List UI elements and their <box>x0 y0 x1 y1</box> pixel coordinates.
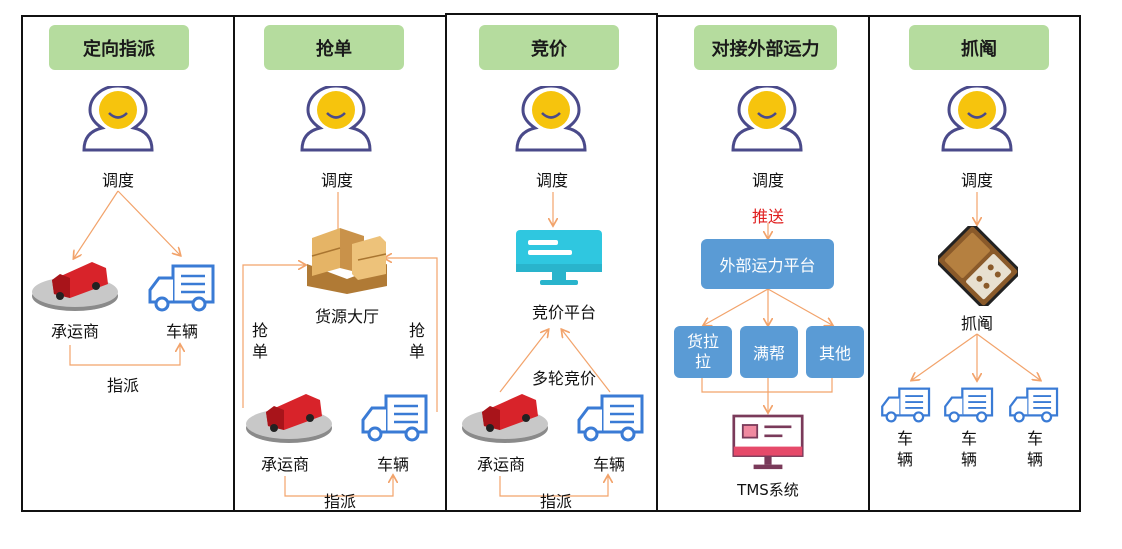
vehicle-icon <box>576 392 646 444</box>
panel1-vehicle-label: 车辆 <box>165 322 198 341</box>
panel1-dispatcher-label: 调度 <box>101 171 134 190</box>
panel5-vehicle-label-2: 车辆 <box>960 429 977 469</box>
dispatcher-icon <box>296 86 376 156</box>
panel2-title: 抢单 <box>264 25 404 70</box>
panel1-assign-label: 指派 <box>106 376 139 395</box>
carrier-truck-icon <box>30 254 120 314</box>
carrier-truck-icon <box>244 386 334 446</box>
bidding-platform-label: 竞价平台 <box>531 303 596 322</box>
panel-lottery <box>868 15 1081 512</box>
option-box-huolala: 货拉拉 <box>674 326 732 378</box>
option-box-manbang: 满帮 <box>740 326 798 378</box>
panel5-vehicle-label-1: 车辆 <box>896 429 913 469</box>
panel3-dispatcher-label: 调度 <box>535 171 568 190</box>
panel2-carrier-label: 承运商 <box>260 455 309 474</box>
dispatcher-icon <box>937 86 1017 156</box>
grab-label-right: 抢单 <box>408 321 425 361</box>
cargo-boxes-icon <box>302 224 392 294</box>
external-platform-box: 外部运力平台 <box>701 239 834 289</box>
panel2-dispatcher-label: 调度 <box>320 171 353 190</box>
monitor-icon <box>514 228 604 288</box>
panel1-carrier-label: 承运商 <box>50 322 99 341</box>
panel5-dispatcher-label: 调度 <box>960 171 993 190</box>
vehicle-icon <box>1008 385 1060 425</box>
tms-monitor-icon <box>732 414 804 472</box>
domino-dice-icon <box>938 226 1018 306</box>
cargo-hall-label: 货源大厅 <box>314 307 379 326</box>
panel5-vehicle-label-3: 车辆 <box>1026 429 1043 469</box>
push-label: 推送 <box>751 207 784 226</box>
dispatcher-icon <box>78 86 158 156</box>
tms-system-label: TMS系统 <box>737 481 799 499</box>
vehicle-icon <box>880 385 932 425</box>
lottery-label: 抓阄 <box>960 314 993 333</box>
panel1-title: 定向指派 <box>49 25 189 70</box>
grab-label-left: 抢单 <box>251 321 268 361</box>
panel3-assign-label: 指派 <box>539 492 572 511</box>
carrier-truck-icon <box>460 386 550 446</box>
vehicle-icon <box>147 262 217 314</box>
panel5-title: 抓阄 <box>909 25 1049 70</box>
dispatcher-icon <box>727 86 807 156</box>
dispatcher-icon <box>511 86 591 156</box>
option-box-others: 其他 <box>806 326 864 378</box>
panel2-assign-label: 指派 <box>323 492 356 511</box>
panel3-carrier-label: 承运商 <box>476 455 525 474</box>
vehicle-icon <box>943 385 995 425</box>
panel4-dispatcher-label: 调度 <box>751 171 784 190</box>
panel2-vehicle-label: 车辆 <box>376 455 409 474</box>
panel3-vehicle-label: 车辆 <box>592 455 625 474</box>
panel3-title: 竞价 <box>479 25 619 70</box>
vehicle-icon <box>360 392 430 444</box>
panel4-title: 对接外部运力 <box>694 25 837 70</box>
multi-round-bidding-label: 多轮竞价 <box>531 369 596 388</box>
